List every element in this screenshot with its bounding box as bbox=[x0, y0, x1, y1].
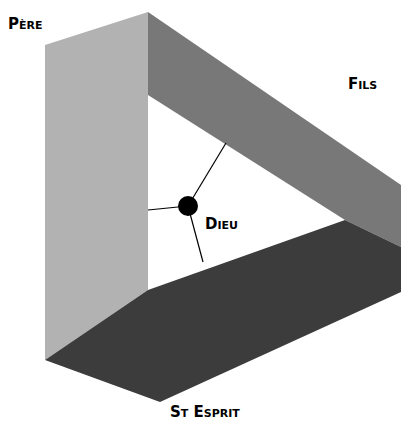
band-label: Fils bbox=[348, 76, 377, 93]
band-label: St Esprit bbox=[170, 404, 240, 421]
center-dot bbox=[178, 196, 198, 216]
bottom-band bbox=[45, 220, 401, 402]
link-line bbox=[188, 143, 226, 206]
band-label: Dieu bbox=[205, 216, 238, 233]
band-label: Père bbox=[8, 16, 43, 33]
right-band bbox=[148, 12, 401, 247]
